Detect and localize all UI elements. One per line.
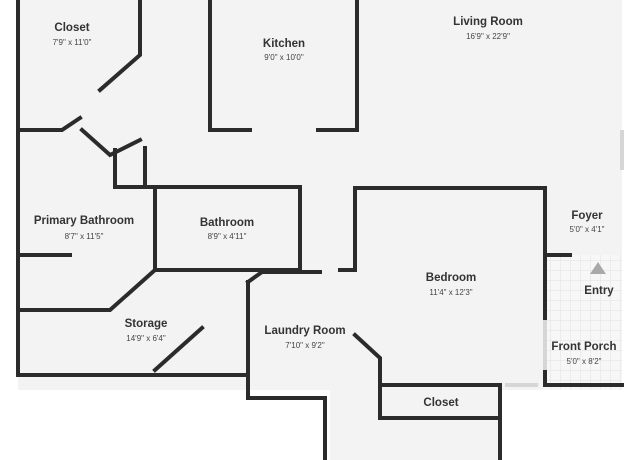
- walls: [16, 0, 624, 460]
- room-name-bedroom: Bedroom: [425, 272, 477, 284]
- room-name-foyer: Foyer: [571, 210, 603, 222]
- room-name-living-room: Living Room: [453, 16, 523, 28]
- windows: [505, 130, 624, 387]
- room-name-closet-top: Closet: [54, 22, 90, 34]
- room-name-laundry-room: Laundry Room: [264, 325, 346, 337]
- room-name-closet-bottom: Closet: [423, 397, 459, 409]
- entry-arrow-icon: [590, 262, 606, 274]
- front-porch-floor: [543, 255, 622, 390]
- room-dims-bathroom: 8'9" x 4'11": [207, 232, 247, 241]
- room-dims-closet-top: 7'9" x 11'0": [52, 38, 92, 47]
- room-dims-foyer: 5'0" x 4'1": [569, 225, 605, 234]
- room-name-storage: Storage: [124, 318, 168, 330]
- room-dims-storage: 14'9" x 6'4": [126, 334, 166, 343]
- room-dims-primary-bathroom: 8'7" x 11'5": [64, 232, 104, 241]
- room-name-primary-bathroom: Primary Bathroom: [33, 215, 135, 227]
- room-name-entry: Entry: [584, 285, 614, 297]
- room-name-front-porch: Front Porch: [551, 341, 617, 353]
- room-name-bathroom: Bathroom: [199, 217, 255, 229]
- room-dims-living-room: 16'9" x 22'9": [466, 32, 510, 41]
- room-dims-kitchen: 9'0" x 10'0": [264, 53, 304, 62]
- room-dims-front-porch: 5'0" x 8'2": [566, 357, 602, 366]
- room-dims-laundry-room: 7'10" x 9'2": [285, 341, 325, 350]
- room-name-kitchen: Kitchen: [262, 38, 306, 50]
- room-dims-bedroom: 11'4" x 12'3": [429, 288, 473, 297]
